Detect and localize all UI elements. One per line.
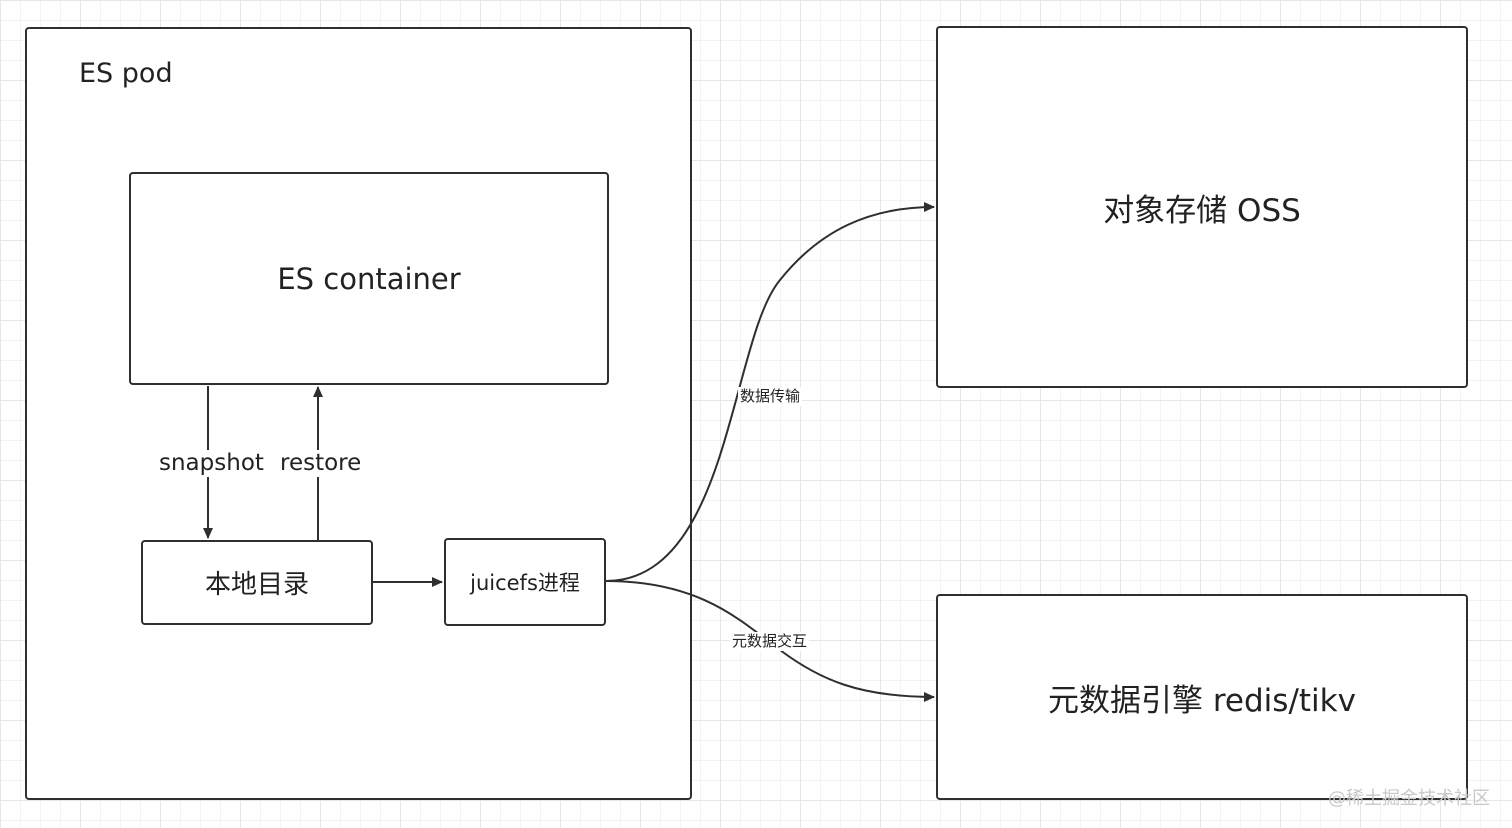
metadata-engine-box: 元数据引擎 redis/tikv [936,594,1468,800]
snapshot-edge-label: snapshot [157,450,266,477]
es-pod-label: ES pod [79,58,173,89]
data-transfer-edge-label: 数据传输 [738,387,803,406]
metadata-exchange-edge-label: 元数据交互 [730,632,810,651]
juicefs-process-box: juicefs进程 [444,538,606,626]
local-dir-box: 本地目录 [141,540,373,625]
restore-edge-label: restore [278,450,364,477]
es-container-box: ES container [129,172,609,385]
es-pod-box [25,27,692,800]
object-storage-oss-box: 对象存储 OSS [936,26,1468,388]
watermark-text: @稀土掘金技术社区 [1328,788,1490,809]
